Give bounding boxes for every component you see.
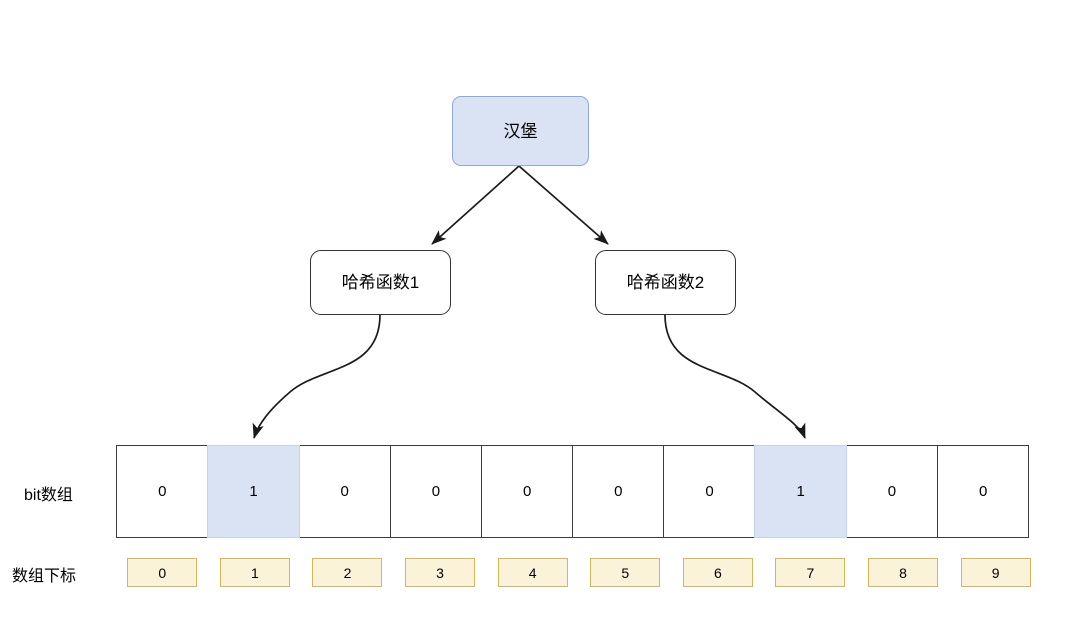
bit-cell-0[interactable]: 0 [116,445,209,538]
index-box-9[interactable]: 9 [960,558,1031,587]
edge-hash1-to-bit1 [252,314,381,439]
bit-cell-7[interactable]: 1 [754,445,848,538]
bit-cell-value-1: 1 [249,483,258,500]
bit-cell-value-6: 0 [705,483,714,500]
index-box-8[interactable]: 8 [868,558,939,587]
hash-function-label-2: 哈希函数2 [626,273,705,292]
bit-cell-value-0: 0 [158,483,167,500]
source-item-node[interactable]: 汉堡 [452,96,589,166]
hash-function-node-2[interactable]: 哈希函数2 [595,250,736,315]
bit-cell-1[interactable]: 1 [207,445,300,538]
index-label-4: 4 [528,564,537,581]
index-label-2: 2 [343,564,352,581]
bit-array-row-label: bit数组 [24,487,73,504]
edge-source-to-hash1 [431,165,520,245]
hash-function-node-1[interactable]: 哈希函数1 [310,250,451,315]
index-box-2[interactable]: 2 [312,558,383,587]
index-label-6: 6 [713,564,722,581]
bit-cell-value-7: 1 [796,483,805,500]
index-label-1: 1 [250,564,259,581]
index-slot-8: 8 [857,558,950,587]
source-item-label: 汉堡 [503,121,538,141]
hash-function-label-1: 哈希函数1 [341,273,420,292]
bit-cell-8[interactable]: 0 [845,445,939,538]
index-box-7[interactable]: 7 [775,558,846,587]
bit-cell-value-2: 0 [340,483,349,500]
index-label-0: 0 [158,564,167,581]
bit-cell-4[interactable]: 0 [480,445,574,538]
index-label-3: 3 [436,564,444,581]
index-slot-6: 6 [672,558,765,587]
index-label-8: 8 [899,564,907,581]
index-slot-9: 9 [949,558,1042,587]
bit-cell-value-3: 0 [431,483,441,500]
bit-cell-3[interactable]: 0 [389,445,483,538]
edge-source-to-hash2 [518,165,609,245]
bit-cell-6[interactable]: 0 [663,445,756,538]
bit-cell-value-9: 0 [978,483,988,500]
index-box-4[interactable]: 4 [497,558,568,587]
index-box-3[interactable]: 3 [405,558,476,587]
index-label-9: 9 [991,564,1000,581]
edge-hash2-to-bit7 [664,314,806,439]
index-slot-0: 0 [116,558,209,587]
bit-cell-value-8: 0 [887,483,897,500]
bit-cell-value-5: 0 [614,483,623,500]
bit-array: 0 1 0 0 0 0 0 1 0 0 [116,445,1030,538]
index-box-5[interactable]: 5 [590,558,661,587]
index-slot-2: 2 [301,558,394,587]
index-slot-4: 4 [486,558,579,587]
bit-cell-2[interactable]: 0 [298,445,391,538]
bit-cell-5[interactable]: 0 [572,445,665,538]
index-row: 0 1 2 3 4 5 6 7 8 9 [116,558,1042,587]
index-box-0[interactable]: 0 [127,558,198,587]
index-row-label: 数组下标 [12,568,77,585]
bit-cell-value-4: 0 [522,483,532,500]
index-label-5: 5 [621,564,630,581]
index-box-6[interactable]: 6 [682,558,753,587]
index-box-1[interactable]: 1 [219,558,290,587]
index-slot-5: 5 [579,558,672,587]
bit-cell-9[interactable]: 0 [936,445,1030,538]
index-slot-3: 3 [394,558,487,587]
index-slot-1: 1 [209,558,302,587]
index-slot-7: 7 [764,558,857,587]
index-label-7: 7 [806,564,815,581]
